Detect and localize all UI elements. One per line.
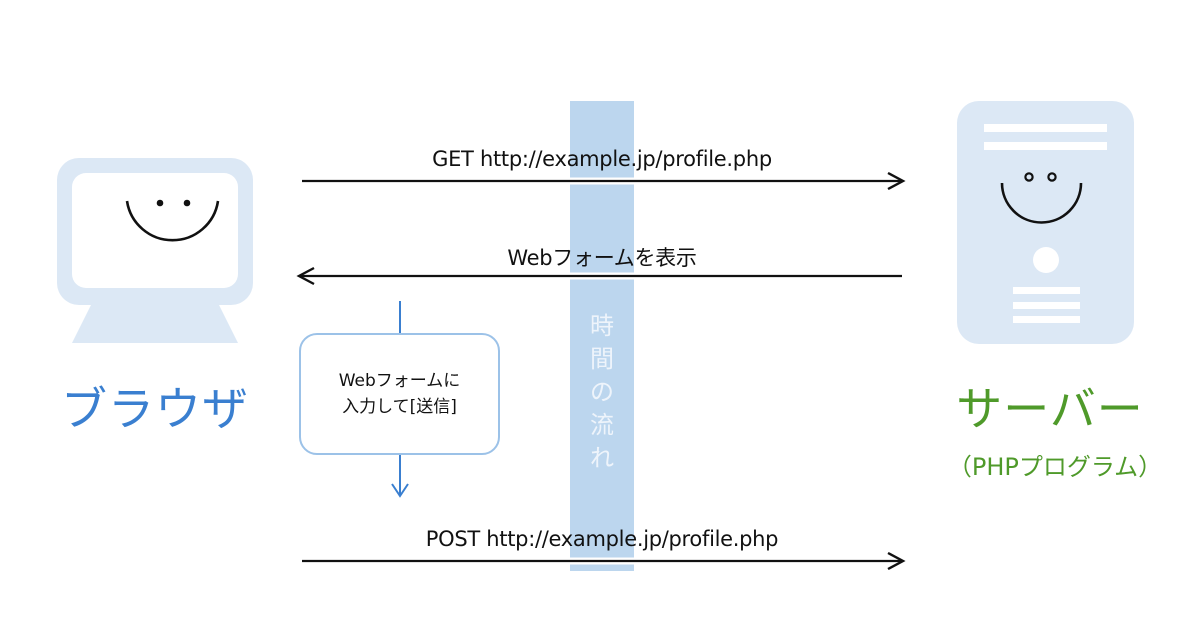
- timeline-char: の: [590, 378, 614, 406]
- message-post-label: POST http://example.jp/profile.php: [425, 527, 779, 551]
- monitor-smiley-icon: [57, 158, 253, 343]
- server-vent: [1013, 302, 1080, 309]
- timeline-char: れ: [590, 444, 614, 472]
- server-vent: [1013, 316, 1080, 323]
- server-slot: [984, 142, 1107, 150]
- server-smile: [1000, 182, 1083, 224]
- browser-eye-left: [156, 199, 164, 207]
- message-webform-label: Webフォームを表示: [507, 246, 697, 270]
- timeline-char: 間: [590, 345, 614, 373]
- server-eye-right: [1047, 172, 1057, 182]
- arrow-get-request: [302, 171, 906, 191]
- browser-eye-right: [183, 199, 191, 207]
- note-line-1: Webフォームに: [338, 371, 461, 391]
- note-line-2: 入力して[送信]: [342, 397, 457, 417]
- timeline-label: 時 間 の 流 れ: [570, 310, 634, 475]
- user-action-note: Webフォームに 入力して[送信]: [299, 333, 500, 455]
- server-power-button: [1033, 247, 1059, 273]
- timeline-char: 流: [590, 411, 614, 439]
- monitor-stand: [72, 303, 238, 343]
- server-vent: [1013, 287, 1080, 294]
- browser-smile: [125, 200, 220, 242]
- monitor-screen: [72, 173, 238, 288]
- server-slot: [984, 124, 1107, 132]
- arrow-post-request: [302, 551, 906, 571]
- server-eye-left: [1024, 172, 1034, 182]
- arrow-webform-response: [296, 266, 902, 286]
- browser-label: ブラウザ: [61, 382, 249, 436]
- note-flow-arrow: [391, 301, 409, 498]
- message-get-label: GET http://example.jp/profile.php: [432, 147, 772, 171]
- server-label: サーバー: [956, 382, 1144, 436]
- server-smiley-icon: [957, 101, 1134, 344]
- timeline-char: 時: [590, 312, 614, 340]
- server-sublabel: （PHPプログラム）: [947, 453, 1163, 481]
